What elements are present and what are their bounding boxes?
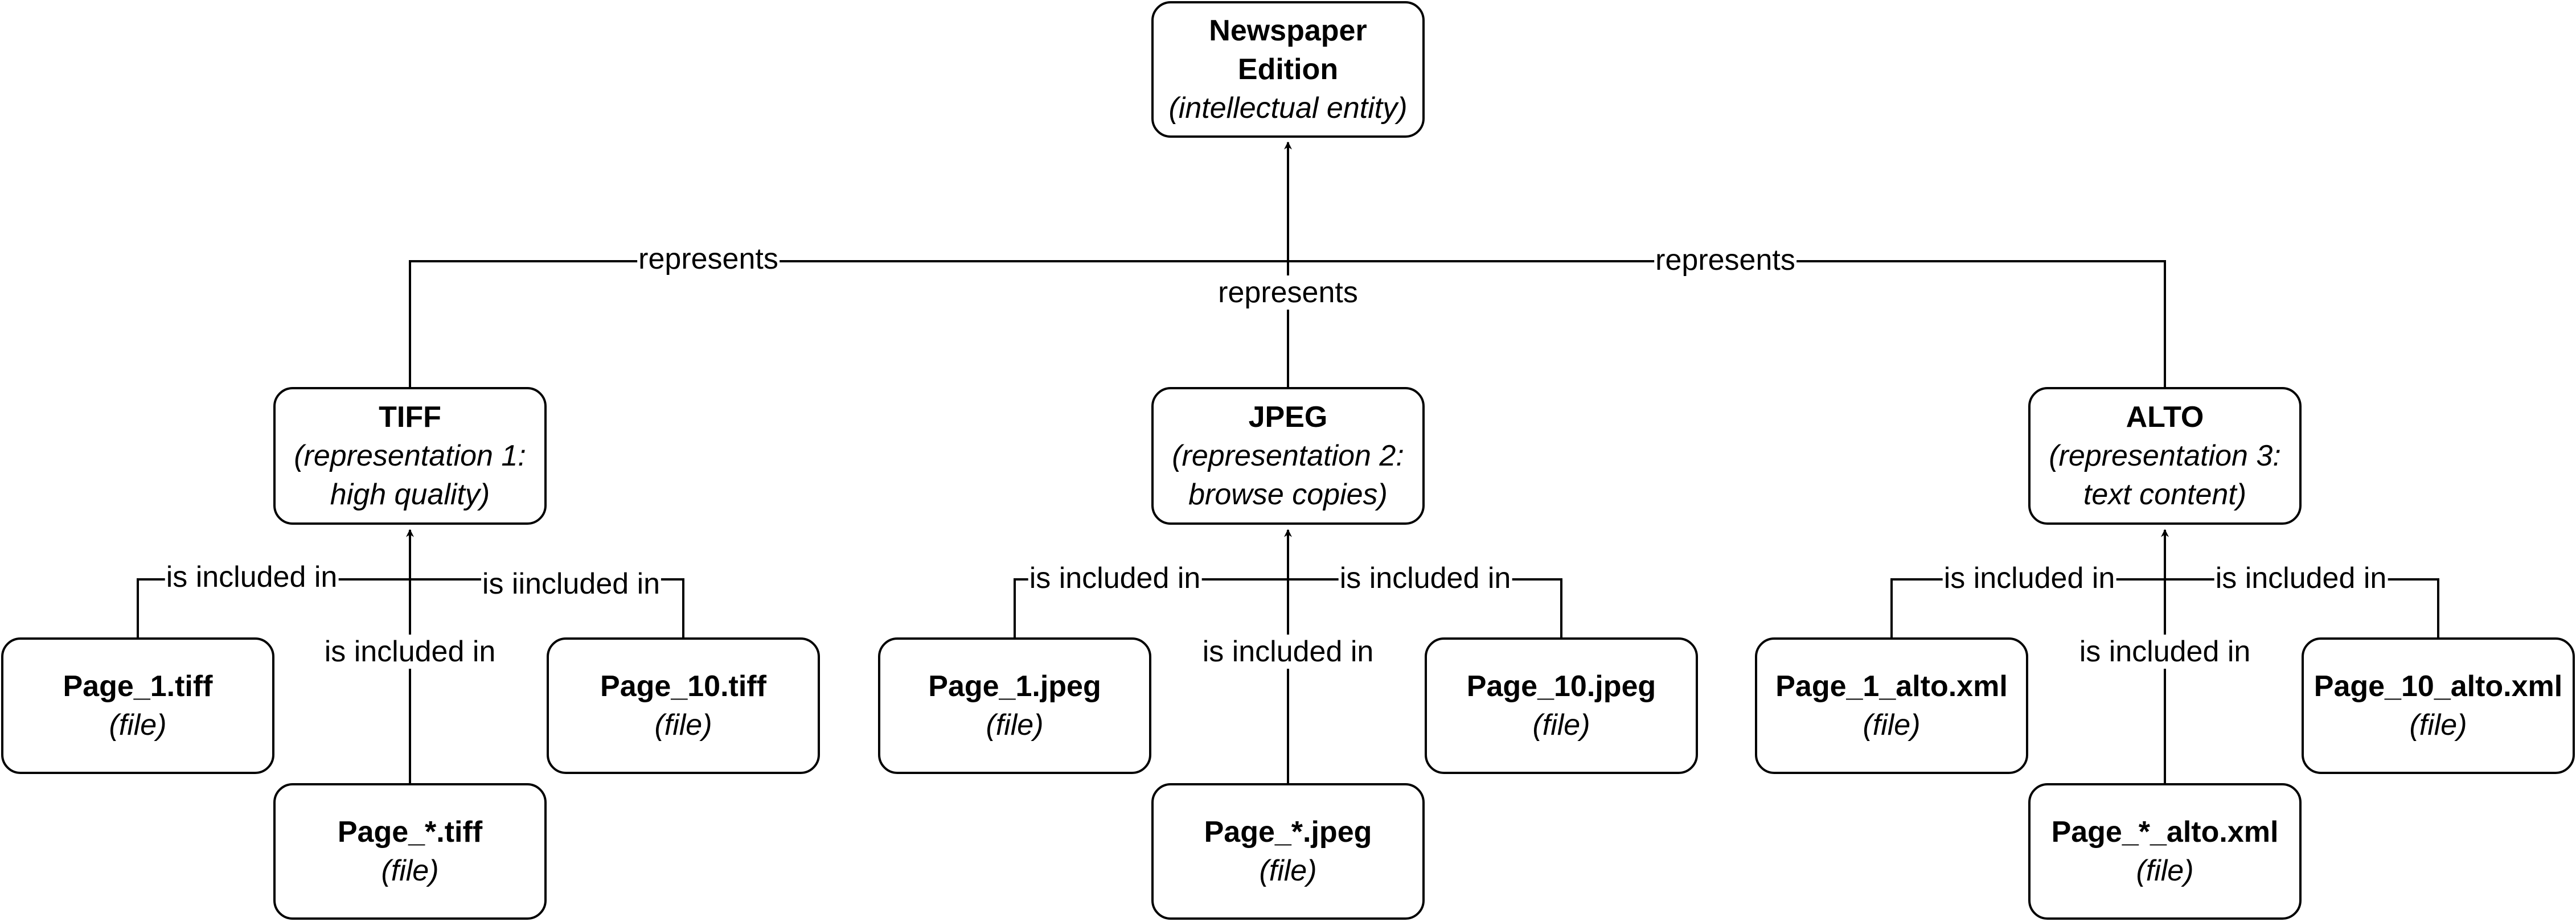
node-newspaper-edition[interactable]: Newspaper Edition (intellectual entity) — [1151, 1, 1425, 138]
edge-label-page10-alto: is included in — [2214, 561, 2388, 595]
node-title: Page_1_alto.xml — [1775, 670, 2008, 703]
edge-label-page10-tiff: is iincluded in — [481, 567, 662, 601]
node-subtitle: (file) — [1863, 709, 1921, 742]
node-title: Page_*_alto.xml — [2051, 816, 2279, 849]
node-jpeg-representation[interactable]: JPEG (representation 2: browse copies) — [1151, 387, 1425, 525]
node-tiff-representation[interactable]: TIFF (representation 1: high quality) — [273, 387, 547, 525]
node-title: Page_1.tiff — [63, 670, 213, 703]
edge-label-pagestar-tiff: is included in — [323, 635, 497, 669]
node-title: Page_10.tiff — [600, 670, 766, 703]
node-title: Page_*.tiff — [337, 816, 483, 849]
node-title: Newspaper Edition — [1209, 14, 1367, 86]
edge-label-page10-jpeg: is included in — [1338, 561, 1512, 595]
node-title: TIFF — [379, 401, 441, 434]
node-subtitle: (file) — [986, 709, 1044, 742]
node-subtitle: (file) — [2136, 854, 2194, 887]
edge-label-pagestar-jpeg: is included in — [1201, 635, 1375, 669]
node-subtitle: (file) — [381, 854, 439, 887]
node-title: ALTO — [2126, 401, 2204, 434]
node-title: Page_10.jpeg — [1466, 670, 1656, 703]
node-subtitle: (file) — [2409, 709, 2467, 742]
node-page1-tiff-file[interactable]: Page_1.tiff (file) — [1, 637, 274, 774]
node-subtitle: (file) — [1259, 854, 1317, 887]
node-subtitle: (representation 2: browse copies) — [1172, 439, 1404, 511]
edge-alto-to-newspaper — [1288, 260, 2166, 387]
edge-label-tiff-represents: represents — [637, 242, 780, 276]
node-title: Page_1.jpeg — [928, 670, 1101, 703]
edge-label-page1-jpeg: is included in — [1028, 561, 1202, 595]
edge-label-alto-represents: represents — [1654, 243, 1796, 277]
node-title: Page_10_alto.xml — [2314, 670, 2563, 703]
node-subtitle: (file) — [109, 709, 167, 742]
edge-tiff-to-newspaper — [409, 260, 1288, 387]
node-pagestar-alto-file[interactable]: Page_*_alto.xml (file) — [2028, 783, 2302, 920]
node-title: JPEG — [1248, 401, 1328, 434]
node-alto-representation[interactable]: ALTO (representation 3: text content) — [2028, 387, 2302, 525]
node-subtitle: (representation 3: text content) — [2049, 439, 2281, 511]
node-subtitle: (representation 1: high quality) — [294, 439, 526, 511]
node-page10-jpeg-file[interactable]: Page_10.jpeg (file) — [1425, 637, 1698, 774]
edge-label-jpeg-represents: represents — [1217, 275, 1359, 310]
node-pagestar-jpeg-file[interactable]: Page_*.jpeg (file) — [1151, 783, 1425, 920]
node-page1-jpeg-file[interactable]: Page_1.jpeg (file) — [878, 637, 1151, 774]
node-page10-tiff-file[interactable]: Page_10.tiff (file) — [547, 637, 820, 774]
node-title: Page_*.jpeg — [1204, 816, 1372, 849]
node-subtitle: (file) — [654, 709, 712, 742]
edge-label-page1-tiff: is included in — [165, 560, 339, 594]
edge-label-pagestar-alto: is included in — [2078, 635, 2252, 669]
node-subtitle: (file) — [1532, 709, 1590, 742]
edge-label-page1-alto: is included in — [1942, 561, 2116, 595]
node-page10-alto-file[interactable]: Page_10_alto.xml (file) — [2302, 637, 2575, 774]
node-pagestar-tiff-file[interactable]: Page_*.tiff (file) — [273, 783, 547, 920]
node-subtitle: (intellectual entity) — [1168, 92, 1408, 125]
node-page1-alto-file[interactable]: Page_1_alto.xml (file) — [1755, 637, 2028, 774]
